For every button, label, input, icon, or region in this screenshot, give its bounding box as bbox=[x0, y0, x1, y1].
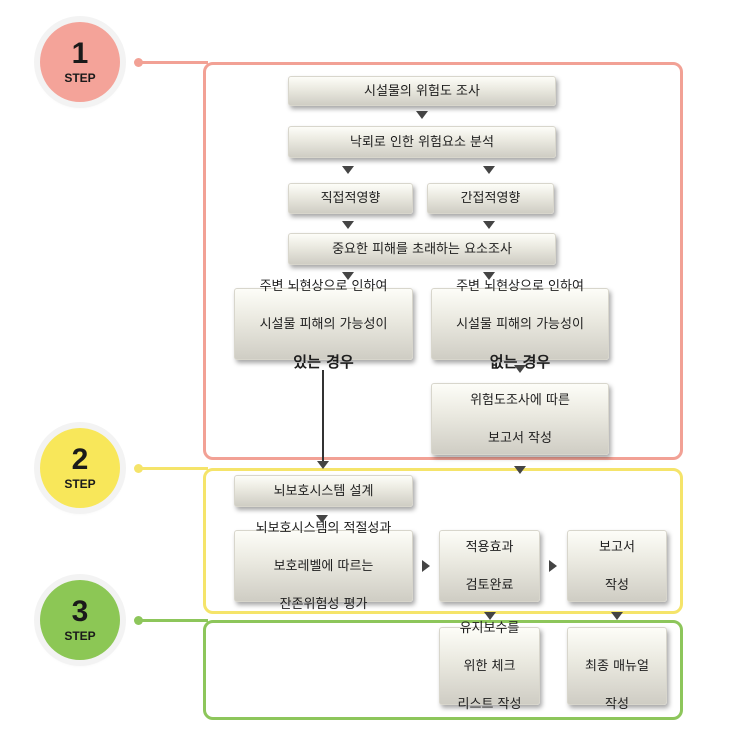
step2-report-box: 보고서 작성 bbox=[567, 530, 667, 602]
damage-possible-case-box: 주변 뇌현상으로 인하여 시설물 피해의 가능성이 있는 경우 bbox=[234, 279, 413, 371]
step1-number: 1 bbox=[71, 37, 89, 70]
arrow-down-icon bbox=[416, 111, 428, 119]
arrow-down-icon bbox=[484, 612, 496, 620]
risk-survey-report-line2: 보고서 작성 bbox=[488, 430, 552, 446]
arrow-down-icon bbox=[514, 466, 526, 474]
step3-connector-dot bbox=[134, 616, 143, 625]
checklist-line3: 리스트 작성 bbox=[457, 696, 522, 712]
arrow-down-icon bbox=[483, 272, 495, 280]
arrow-down-icon bbox=[342, 166, 354, 174]
step2-report-line1: 보고서 bbox=[599, 539, 635, 555]
step1-frame bbox=[203, 62, 683, 460]
risk-survey-report-box: 위험도조사에 따른 보고서 작성 bbox=[431, 383, 609, 455]
damage-impossible-case-box: 주변 뇌현상으로 인하여 시설물 피해의 가능성이 없는 경우 bbox=[431, 279, 609, 371]
damage-impossible-line3: 없는 경우 bbox=[489, 352, 551, 371]
step1-connector bbox=[138, 61, 208, 64]
arrow-down-icon bbox=[317, 461, 329, 469]
lightning-risk-analysis-text: 낙뢰로 인한 위험요소 분석 bbox=[350, 134, 494, 150]
residual-risk-line2: 보호레벨에 따르는 bbox=[273, 558, 374, 574]
step1-connector-dot bbox=[134, 58, 143, 67]
effect-review-line1: 적용효과 bbox=[465, 539, 514, 555]
facility-risk-survey-box: 시설물의 위험도 조사 bbox=[288, 76, 556, 106]
effect-review-box: 적용효과 검토완료 bbox=[439, 530, 540, 602]
arrow-down-icon bbox=[483, 221, 495, 229]
indirect-effect-text: 간접적영향 bbox=[460, 191, 521, 206]
step2-frame bbox=[203, 468, 683, 614]
important-damage-survey-text: 중요한 피해를 초래하는 요소조사 bbox=[332, 241, 512, 257]
final-manual-line2: 작성 bbox=[605, 697, 629, 712]
effect-review-line2: 검토완료 bbox=[465, 577, 514, 593]
arrow-right-icon bbox=[549, 560, 557, 572]
step1-badge: 1 STEP bbox=[40, 22, 120, 102]
damage-possible-line2: 시설물 피해의 가능성이 bbox=[259, 316, 388, 332]
step1-label: STEP bbox=[64, 71, 96, 85]
step2-label: STEP bbox=[64, 477, 96, 491]
step2-connector bbox=[138, 467, 208, 470]
damage-impossible-line1: 주변 뇌현상으로 인하여 bbox=[456, 278, 584, 294]
step3-connector bbox=[138, 619, 208, 622]
indirect-effect-box: 간접적영향 bbox=[427, 183, 554, 214]
facility-risk-survey-text: 시설물의 위험도 조사 bbox=[364, 83, 480, 99]
arrow-down-icon bbox=[342, 272, 354, 280]
step3-frame bbox=[203, 620, 683, 720]
risk-survey-report-line1: 위험도조사에 따른 bbox=[470, 392, 570, 408]
arrow-right-icon bbox=[422, 560, 430, 572]
lps-design-box: 뇌보호시스템 설계 bbox=[234, 475, 413, 507]
damage-possible-line3: 있는 경우 bbox=[293, 352, 354, 371]
damage-impossible-line2: 시설물 피해의 가능성이 bbox=[456, 316, 584, 332]
arrow-down-icon bbox=[483, 166, 495, 174]
step3-badge: 3 STEP bbox=[40, 580, 120, 660]
direct-effect-text: 직접적영향 bbox=[320, 191, 381, 206]
step2-number: 2 bbox=[71, 443, 89, 476]
arrow-down-icon bbox=[342, 221, 354, 229]
arrow-down-icon bbox=[514, 365, 526, 373]
lightning-risk-analysis-box: 낙뢰로 인한 위험요소 분석 bbox=[288, 126, 556, 158]
arrow-down-icon bbox=[316, 515, 328, 523]
residual-risk-line1: 뇌보호시스템의 적절성과 bbox=[255, 520, 392, 536]
step2-report-line2: 작성 bbox=[605, 577, 629, 593]
checklist-line2: 위한 체크 bbox=[463, 658, 516, 674]
residual-risk-eval-box: 뇌보호시스템의 적절성과 보호레벨에 따르는 잔존위험성 평가 bbox=[234, 521, 413, 612]
maintenance-checklist-box: 유지보수를 위한 체크 리스트 작성 bbox=[439, 621, 540, 712]
step3-number: 3 bbox=[71, 595, 89, 628]
final-manual-box: 최종 매뉴얼 작성 bbox=[567, 627, 667, 712]
lps-design-text: 뇌보호시스템 설계 bbox=[273, 483, 374, 499]
residual-risk-line3: 잔존위험성 평가 bbox=[279, 596, 368, 612]
step3-label: STEP bbox=[64, 629, 96, 643]
final-manual-line1: 최종 매뉴얼 bbox=[585, 659, 649, 674]
checklist-line1: 유지보수를 bbox=[459, 620, 520, 636]
arrow-down-icon bbox=[611, 612, 623, 620]
step2-connector-dot bbox=[134, 464, 143, 473]
direct-effect-box: 직접적영향 bbox=[288, 183, 413, 214]
step2-badge: 2 STEP bbox=[40, 428, 120, 508]
important-damage-survey-box: 중요한 피해를 초래하는 요소조사 bbox=[288, 233, 556, 265]
connector-line bbox=[322, 370, 324, 462]
damage-possible-line1: 주변 뇌현상으로 인하여 bbox=[259, 278, 388, 294]
